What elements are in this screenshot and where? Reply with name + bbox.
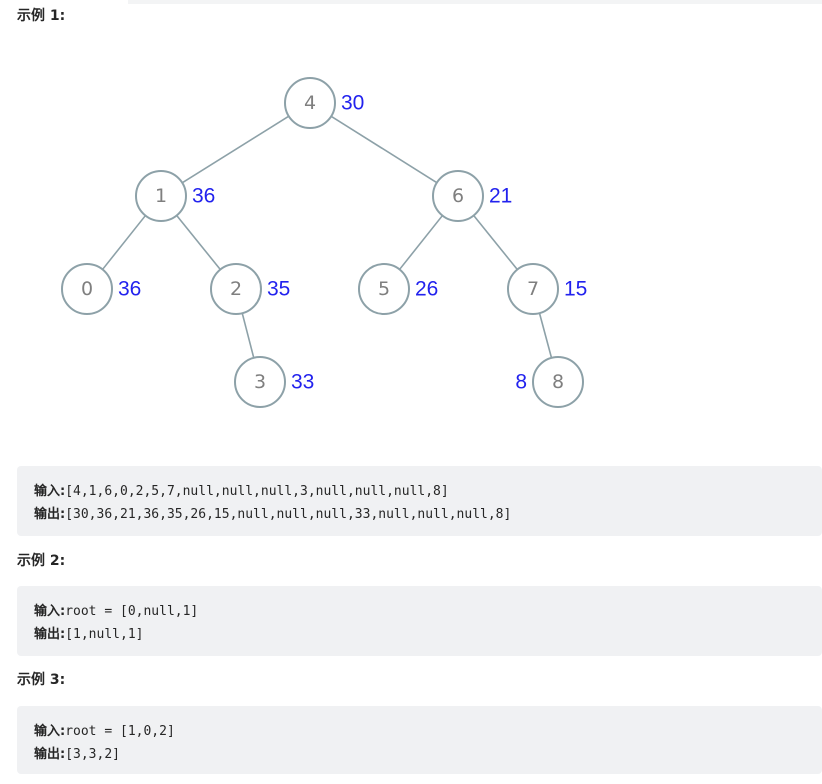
example-3-heading: 示例 3: — [17, 672, 66, 688]
tree-node-circle — [61, 263, 113, 315]
tree-node-value: 8 — [552, 371, 564, 393]
example-2-input-line: 输入:root = [0,null,1] — [34, 598, 822, 621]
tree-node-circle — [234, 356, 286, 408]
tree-node-sum: 21 — [489, 185, 512, 208]
tree-node-value: 4 — [304, 92, 316, 114]
tree-node-0: 0 36 — [61, 263, 141, 315]
tree-edge-6-5 — [398, 215, 444, 270]
tree-edge-6-7 — [473, 214, 518, 271]
tree-node-value: 0 — [81, 278, 93, 300]
example-2-code-block: 输入:root = [0,null,1] 输出:[1,null,1] — [17, 586, 822, 656]
tree-node-sum: 26 — [415, 278, 438, 301]
example-3-input-value: root = [1,0,2] — [65, 724, 175, 739]
output-label: 输出: — [34, 747, 66, 762]
example-1-output-value: [30,36,21,36,35,26,15,null,null,null,33,… — [65, 507, 512, 522]
tree-node-sum: 15 — [564, 278, 587, 301]
example-1-heading: 示例 1: — [17, 8, 66, 24]
tree-node-sum: 8 — [515, 371, 527, 394]
tree-node-5: 5 26 — [358, 263, 438, 315]
tree-node-value: 6 — [452, 185, 464, 207]
example-3-input-line: 输入:root = [1,0,2] — [34, 718, 822, 741]
tree-node-6: 6 21 — [432, 170, 512, 222]
example-2-input-value: root = [0,null,1] — [65, 604, 199, 619]
tree-node-8: 88 — [515, 356, 584, 408]
example-3-code-block: 输入:root = [1,0,2] 输出:[3,3,2] — [17, 706, 822, 774]
tree-edge-1-0 — [101, 215, 147, 270]
tree-node-circle — [135, 170, 187, 222]
tree-node-sum: 30 — [341, 92, 364, 115]
tree-node-circle — [532, 356, 584, 408]
example-3-output-line: 输出:[3,3,2] — [34, 741, 822, 764]
tree-edge-1-2 — [176, 214, 221, 271]
tree-node-2: 2 35 — [210, 263, 290, 315]
tree-edge-2-3 — [241, 313, 255, 358]
output-label: 输出: — [34, 507, 66, 522]
tree-node-value: 7 — [527, 278, 539, 300]
example-3-output-value: [3,3,2] — [65, 747, 120, 762]
tree-node-circle — [210, 263, 262, 315]
input-label: 输入: — [34, 484, 66, 499]
example-2-output-value: [1,null,1] — [65, 627, 144, 642]
output-label: 输出: — [34, 627, 66, 642]
example-1-code-block: 输入:[4,1,6,0,2,5,7,null,null,null,3,null,… — [17, 466, 822, 536]
tree-edge-4-1 — [181, 115, 290, 184]
tree-node-circle — [507, 263, 559, 315]
tree-node-circle — [358, 263, 410, 315]
tree-node-4: 4 30 — [284, 77, 364, 129]
tree-node-1: 1 36 — [135, 170, 215, 222]
example-2-heading: 示例 2: — [17, 553, 66, 569]
input-label: 输入: — [34, 604, 66, 619]
tree-edge-7-8 — [538, 312, 553, 359]
input-label: 输入: — [34, 724, 66, 739]
example-1-input-value: [4,1,6,0,2,5,7,null,null,null,3,null,nul… — [65, 484, 449, 499]
tree-node-7: 7 15 — [507, 263, 587, 315]
tree-node-sum: 35 — [267, 278, 290, 301]
example-1-input-line: 输入:[4,1,6,0,2,5,7,null,null,null,3,null,… — [34, 478, 822, 501]
tree-node-circle — [284, 77, 336, 129]
tree-node-value: 3 — [254, 371, 266, 393]
top-divider-strip — [128, 0, 822, 4]
example-1-output-line: 输出:[30,36,21,36,35,26,15,null,null,null,… — [34, 501, 822, 524]
tree-node-sum: 33 — [291, 371, 314, 394]
example-2-output-line: 输出:[1,null,1] — [34, 621, 822, 644]
tree-node-value: 5 — [378, 278, 390, 300]
tree-node-value: 1 — [155, 185, 167, 207]
tree-node-sum: 36 — [192, 185, 215, 208]
tree-edge-4-6 — [330, 115, 438, 184]
tree-node-sum: 36 — [118, 278, 141, 301]
tree-node-value: 2 — [230, 278, 242, 300]
tree-node-circle — [432, 170, 484, 222]
